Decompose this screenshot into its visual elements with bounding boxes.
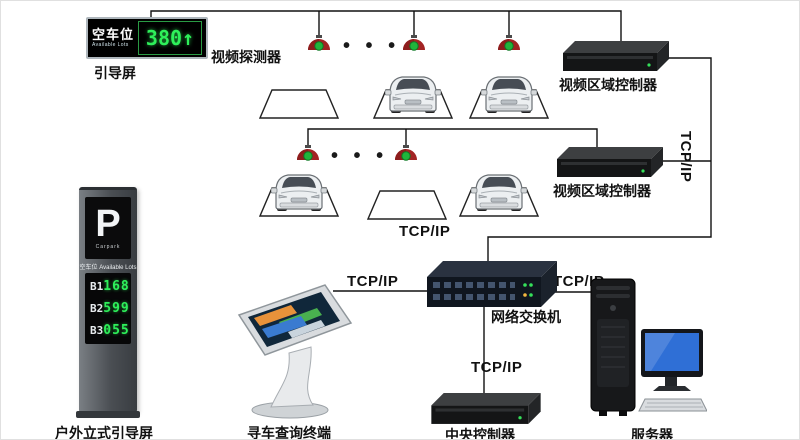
- query-kiosk: [233, 277, 358, 422]
- led-text-block: 空车位 Available Lots: [92, 27, 135, 49]
- row-label: B3: [90, 324, 104, 337]
- pillar-brand: Carpark: [95, 244, 121, 250]
- pillar-label: 户外立式引导屏: [55, 425, 153, 440]
- pillar-subtitle: Available Lots: [99, 265, 137, 271]
- video-detector-icon: [496, 35, 522, 53]
- central-controller: [431, 393, 541, 426]
- row-label: B2: [90, 302, 104, 315]
- video-detector-icon: [306, 35, 332, 53]
- pillar-available-line: 空车位 Available Lots: [79, 262, 137, 271]
- ellipsis-dots: • • •: [331, 145, 389, 167]
- video-detector-icon: [401, 35, 427, 53]
- network-switch: [427, 261, 557, 307]
- car-icon: [471, 171, 527, 213]
- car-icon: [271, 171, 327, 213]
- pillar-letter: P: [95, 203, 121, 245]
- led-guidance-display: 空车位 Available Lots 380↑: [86, 17, 208, 59]
- video-detector-icon: [393, 145, 419, 163]
- led-count: 380: [145, 26, 183, 50]
- ellipsis-dots: • • •: [343, 35, 401, 57]
- row-label: B1: [90, 280, 104, 293]
- led-count-display: 380↑: [138, 21, 202, 55]
- guide-screen-label: 引导屏: [94, 65, 136, 81]
- video-area-controller-1: [563, 41, 669, 73]
- pillar-p-screen: P Carpark: [85, 197, 131, 259]
- parking-space: [259, 89, 339, 119]
- video-area-controller-2: [557, 147, 663, 179]
- video-detector-icon: [295, 145, 321, 163]
- car-icon: [385, 73, 441, 115]
- row-value: 055: [103, 323, 130, 338]
- server-label: 服务器: [631, 427, 673, 440]
- led-title: 空车位: [92, 27, 135, 42]
- up-arrow-icon: ↑: [182, 26, 195, 50]
- video-area-controller-1-label: 视频区域控制器: [559, 77, 657, 93]
- tcpip-label: TCP/IP: [471, 359, 523, 376]
- tcpip-label: TCP/IP: [399, 223, 451, 240]
- car-icon: [481, 73, 537, 115]
- tcpip-label: TCP/IP: [347, 273, 399, 290]
- row-value: 168: [103, 279, 130, 294]
- parking-space: [367, 190, 447, 220]
- server: [589, 277, 707, 425]
- video-area-controller-2-label: 视频区域控制器: [553, 183, 651, 199]
- row-value: 599: [103, 301, 130, 316]
- network-switch-label: 网络交换机: [491, 309, 561, 325]
- video-detector-label: 视频探测器: [211, 49, 281, 65]
- tcpip-label-vertical: TCP/IP: [677, 131, 694, 183]
- pillar-title: 空车位: [79, 265, 98, 271]
- central-controller-label: 中央控制器: [445, 427, 515, 440]
- led-subtitle: Available Lots: [92, 42, 129, 48]
- pillar-base: [76, 411, 140, 418]
- kiosk-label: 寻车查询终端: [247, 425, 331, 440]
